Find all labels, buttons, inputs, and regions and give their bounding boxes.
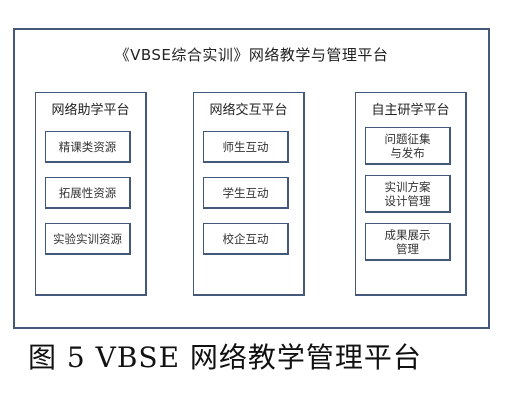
item-scheme-design: 实训方案 设计管理 <box>365 175 451 213</box>
figure-caption: 图 5 VBSE 网络教学管理平台 <box>28 341 422 374</box>
item-student-student: 学生互动 <box>203 177 289 209</box>
item-course-resources: 精课类资源 <box>45 131 131 163</box>
item-lab-resources: 实验实训资源 <box>45 223 131 255</box>
item-results-display: 成果展示 管理 <box>365 223 451 261</box>
item-extended-resources: 拓展性资源 <box>45 177 131 209</box>
panel-title: 自主研学平台 <box>371 103 450 118</box>
panel-title: 网络助学平台 <box>51 103 130 118</box>
panel-self-study: 自主研学平台 问题征集 与发布 实训方案 设计管理 成果展示 管理 <box>355 92 467 296</box>
diagram-title: 《VBSE综合实训》网络教学与管理平台 <box>114 46 389 64</box>
item-school-enterprise: 校企互动 <box>203 223 289 255</box>
panel-interaction: 网络交互平台 师生互动 学生互动 校企互动 <box>193 92 305 296</box>
panel-learning-support: 网络助学平台 精课类资源 拓展性资源 实验实训资源 <box>35 92 147 296</box>
platform-frame: 《VBSE综合实训》网络教学与管理平台 网络助学平台 精课类资源 拓展性资源 实… <box>13 28 490 329</box>
item-teacher-student: 师生互动 <box>203 131 289 163</box>
item-question-collection: 问题征集 与发布 <box>365 127 451 165</box>
panel-title: 网络交互平台 <box>209 103 288 118</box>
